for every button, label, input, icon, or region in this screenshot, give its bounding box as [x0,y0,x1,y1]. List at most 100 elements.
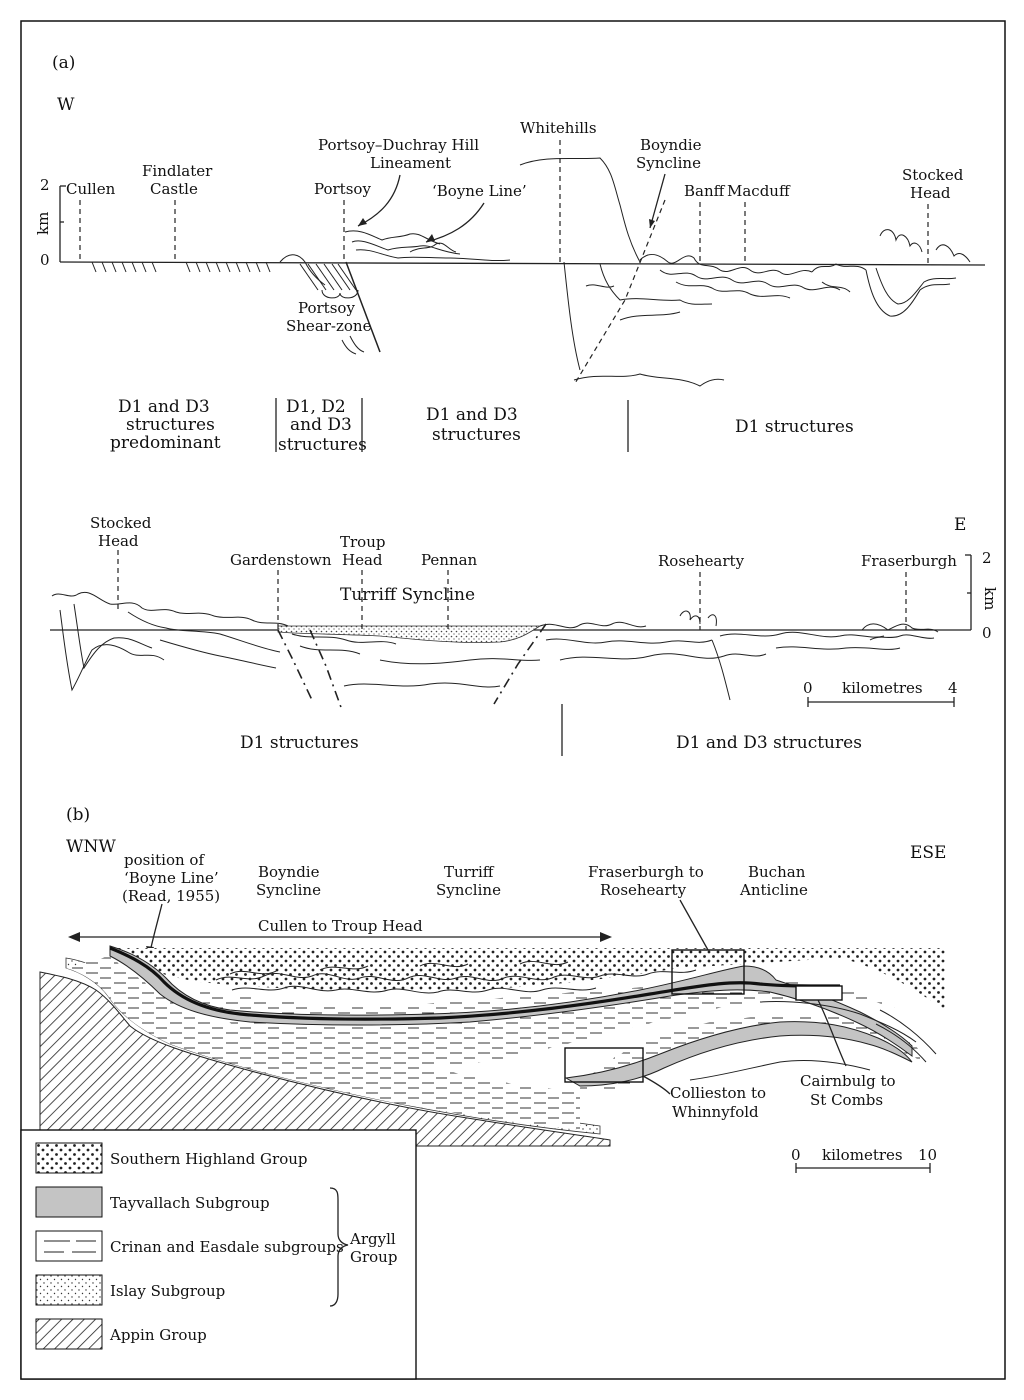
southern-highland-unit [110,948,945,1012]
legend-item-southern-highland: Southern Highland Group [35,1142,308,1174]
place-macduff: Macduff [727,182,791,200]
lower-km-scale-bar: 0 kilometres 4 [803,679,958,707]
zone-2-line-1: D1, D2 [286,397,346,417]
lower-place-stocked-2: Head [98,532,139,550]
header-boyne-1: position of [124,851,205,869]
callout-collieston-2: Whinnyfold [672,1103,759,1121]
panel-b-bar-end: 10 [918,1146,937,1164]
tayvallach-dark-horizon [109,946,841,1021]
panel-a-label: (a) [52,53,75,73]
zone-2-line-3: structures [278,435,367,455]
crinan-upper-body [200,979,900,1065]
upper-km-scale: 2 0 km [34,176,66,269]
lower-place-fraserburgh: Fraserburgh [861,552,957,570]
boyndie-axial-trace [573,199,666,386]
cullen-troup-range-label: Cullen to Troup Head [258,917,423,935]
collieston-leader [642,1075,671,1095]
legend-swatch-fine-dots [35,1274,103,1306]
upper-scale-top: 2 [40,176,50,194]
argyll-group-brace [329,1187,349,1307]
lower-place-pennan: Pennan [421,551,478,569]
cairnbulg-box [795,985,843,1001]
tayvallach-lower-limb [564,1021,913,1087]
boyndie-syncline-structure [519,157,725,387]
cullen-troup-extent-arrow: Cullen to Troup Head [68,917,612,942]
upper-cross-section: 2 0 km Cullen Findlater Castle Portsoy P… [34,119,986,455]
place-stocked-2: Head [910,184,951,202]
place-banff: Banff [684,182,726,200]
place-stocked-1: Stocked [902,166,964,184]
legend-item-islay: Islay Subgroup [35,1274,225,1306]
legend-swatch-coarse-dots [35,1142,103,1174]
panel-a: (a) W 2 0 km Cullen Findlater Castle Por… [34,53,999,756]
place-findlater-1: Findlater [142,162,213,180]
panel-b-bar-start: 0 [791,1146,801,1164]
east-direction-label: E [954,515,966,535]
ese-direction-label: ESE [910,843,946,863]
place-boyne-line: ‘Boyne Line’ [432,182,527,200]
place-portsoy: Portsoy [314,180,371,198]
place-findlater-2: Castle [150,180,198,198]
header-boyne-3: (Read, 1955) [122,887,220,905]
legend-item-appin: Appin Group [35,1318,207,1350]
lower-zone-1: D1 structures [240,733,359,753]
header-turriff-2: Syncline [436,881,501,899]
legend-label-southern-highland: Southern Highland Group [110,1150,308,1168]
header-boyne-2: ‘Boyne Line’ [124,869,219,887]
zone-3-line-1: D1 and D3 [426,405,518,425]
upper-leader-arrows [321,173,666,299]
header-turriff-1: Turriff [444,863,495,881]
callout-collieston-1: Collieston to [670,1084,766,1102]
place-shear-1: Portsoy [298,299,355,317]
lower-bar-start: 0 [803,679,813,697]
header-fraser-1: Fraserburgh to [588,863,704,881]
upper-locality-ticks [79,140,929,264]
wnw-direction-label: WNW [66,837,116,857]
header-boyndie-2: Syncline [256,881,321,899]
panel-b-fold-traces [215,960,937,1081]
place-lineament-2: Lineament [370,154,451,172]
panel-b-bar-unit: kilometres [822,1146,903,1164]
tayvallach-upper-limb [109,945,913,1057]
upper-sea-level-line [59,261,986,266]
place-lineament-1: Portsoy–Duchray Hill [318,136,479,154]
place-boyndie-2: Syncline [636,154,701,172]
lower-zone-2: D1 and D3 structures [676,733,862,753]
zone-3-line-2: structures [432,425,521,445]
lower-faults [277,623,547,711]
legend-item-tayvallach: Tayvallach Subgroup [35,1186,270,1218]
legend-item-crinan-easdale: Crinan and Easdale subgroups [35,1230,344,1262]
place-whitehills: Whitehills [520,119,597,137]
west-direction-label: W [57,95,75,115]
crinan-easdale-unit [66,956,920,1130]
legend-label-crinan-easdale: Crinan and Easdale subgroups [110,1238,344,1256]
lower-scale-top: 2 [982,549,992,567]
lower-bar-end: 4 [948,679,958,697]
legend-label-tayvallach: Tayvallach Subgroup [110,1194,270,1212]
legend-label-appin: Appin Group [109,1326,207,1344]
lower-fold-traces [51,591,939,701]
zone-1-line-2: structures [126,415,215,435]
figure-frame [20,20,1006,1380]
lower-place-troup-1: Troup [340,533,385,551]
upper-structure-zones: D1 and D3 structures predominant D1, D2 … [110,397,854,455]
fraser-box-leader [679,899,709,951]
lower-place-turriff: Turriff Syncline [340,585,475,605]
lower-km-scale: 2 0 km [965,549,999,642]
place-boyndie-1: Boyndie [640,136,702,154]
panel-b-label: (b) [66,805,90,825]
lower-scale-bottom: 0 [982,624,992,642]
cairnbulg-leader [817,999,847,1067]
portsoy-shear-zone [279,230,511,355]
place-shear-2: Shear-zone [286,317,372,335]
zone-4-line-1: D1 structures [735,417,854,437]
boyne-line-leader [149,903,163,953]
zone-1-line-3: predominant [110,433,221,453]
panel-b-scale-bar: 0 kilometres 10 [791,1146,937,1173]
banff-macduff-folds [639,229,971,317]
legend-swatch-hatch [35,1318,103,1350]
place-cullen: Cullen [66,180,116,198]
header-fraser-2: Rosehearty [600,881,687,899]
argyll-group-label-2: Group [350,1248,397,1266]
